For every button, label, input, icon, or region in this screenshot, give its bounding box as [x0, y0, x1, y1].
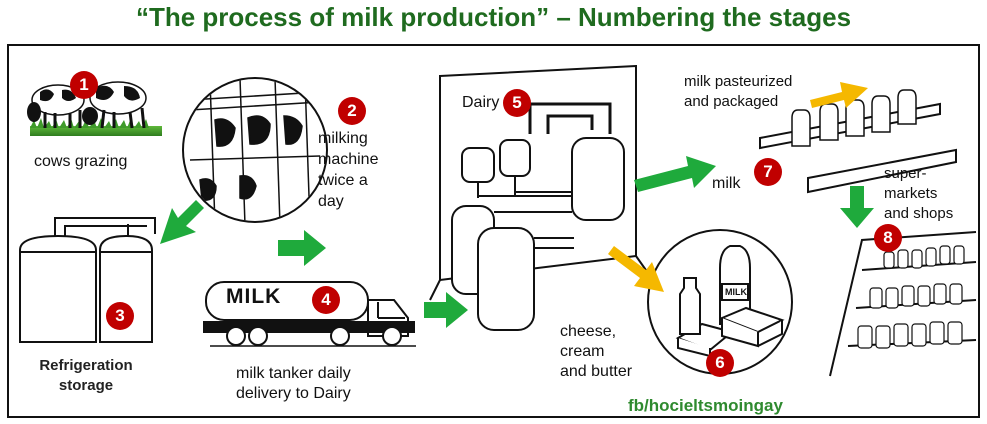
- stage-7-label: milk: [712, 175, 741, 192]
- diagram-title: “The process of milk production” – Numbe…: [135, 2, 852, 32]
- yellow-arrow-packaging: [810, 82, 868, 108]
- green-arrow-milking-to-storage: [160, 200, 204, 244]
- supermarket-shelves: [829, 231, 977, 377]
- stage-6-badge: 6: [706, 349, 734, 377]
- stage-8-badge: 8: [874, 224, 902, 252]
- dairy-products-illustration: [647, 229, 793, 375]
- green-arrow-to-truck: [278, 230, 326, 266]
- stage-8-label: super- markets and shops: [884, 165, 954, 222]
- stage-3-badge: 3: [106, 302, 134, 330]
- stage-2-badge: 2: [338, 97, 366, 125]
- stage-1-badge: 1: [70, 71, 98, 99]
- jug-milk-text: MILK: [725, 287, 747, 297]
- milking-illustration: [182, 77, 328, 223]
- green-arrow-dairy-to-packaging: [634, 156, 716, 192]
- stage-5-badge: 5: [503, 89, 531, 117]
- cows-illustration: [27, 81, 162, 136]
- stage-7-top-label: milk pasteurized and packaged: [684, 73, 793, 110]
- stage-4-label: milk tanker daily delivery to Dairy: [236, 365, 351, 402]
- stage-2-label: milking machine twice a day: [318, 130, 379, 210]
- stage-5-label: Dairy: [462, 94, 500, 111]
- green-arrow-truck-to-dairy: [424, 292, 468, 328]
- stage-4-badge: 4: [312, 286, 340, 314]
- dairy-illustration: [429, 64, 661, 331]
- refrigeration-tanks: [19, 217, 156, 343]
- truck-milk-text: MILK: [226, 285, 282, 308]
- packaging-conveyor: [759, 89, 957, 194]
- stage-7-badge: 7: [754, 158, 782, 186]
- stage-1-label: cows grazing: [34, 153, 128, 170]
- green-arrow-to-supermarket: [840, 186, 874, 228]
- stage-3-label: Refrigeration storage: [39, 357, 133, 394]
- yellow-arrow-dairy-to-products: [608, 246, 664, 292]
- stage-6-label: cheese, cream and butter: [560, 323, 633, 380]
- credit-text: fb/hocieltsmoingay: [628, 396, 783, 415]
